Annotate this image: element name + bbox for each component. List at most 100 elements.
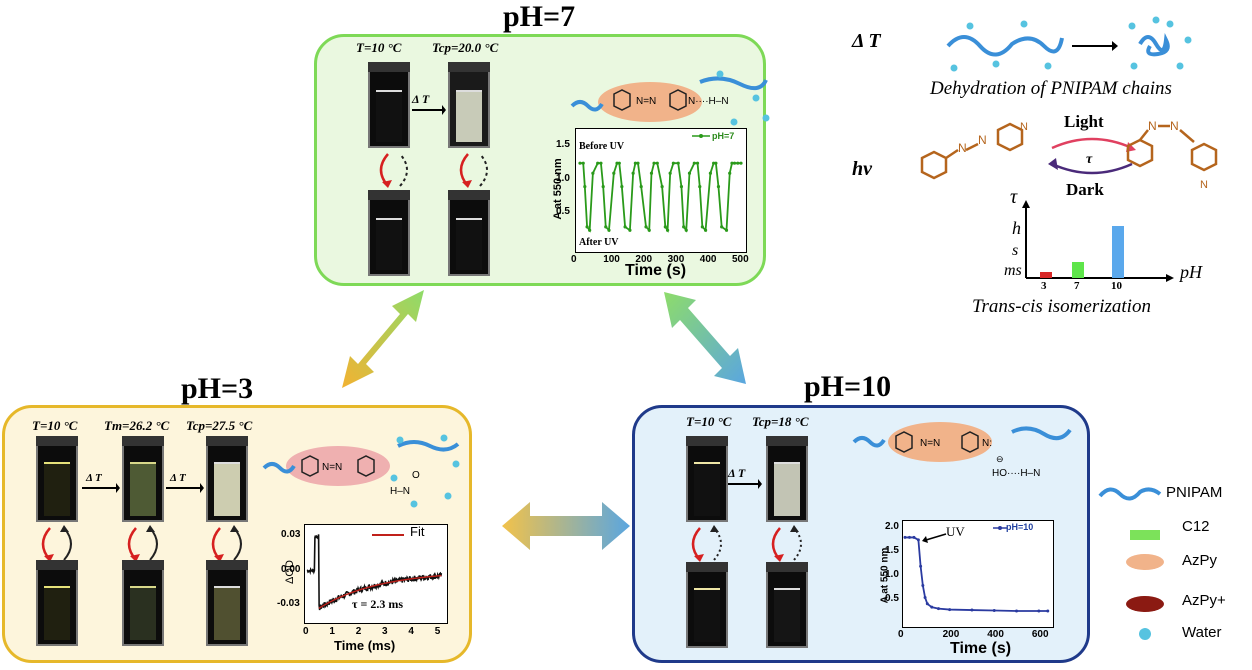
bar-xtick-7: 7: [1074, 280, 1080, 292]
bar-xaxis-label: pH: [1180, 262, 1202, 282]
ph7-xtick-3: 300: [667, 254, 685, 265]
bar-ylabel-h: h: [1012, 218, 1021, 238]
ph10-series-line: [905, 536, 1048, 612]
ph7-point-35: [687, 171, 692, 175]
ph3-xtick-0: 0: [303, 626, 309, 637]
ph10-title: pH=10: [804, 370, 892, 403]
ph3-legend: Fit: [410, 524, 425, 539]
ph10-xtick-3: 600: [1031, 629, 1049, 640]
ph3-vial-2-bottom: [122, 560, 164, 646]
ph7-point-31: [676, 161, 680, 165]
ph10-xtick-1: 200: [942, 629, 960, 640]
ph10-xlabel: Time (s): [950, 640, 1012, 657]
svg-text:N: N: [1170, 119, 1179, 133]
ph10-ytick-3: 2.0: [885, 520, 899, 532]
legend-c12-label: C12: [1182, 518, 1210, 535]
ph7-ytick-1: 1.0: [556, 172, 570, 184]
ph3-vial-3-top: [206, 436, 248, 522]
ph7-point-30: [671, 161, 675, 165]
ph7-point-38: [698, 185, 702, 189]
ph7-vial-cold-top: [368, 62, 410, 148]
ph7-point-12: [615, 161, 619, 165]
ph3-delta-t-1: Δ T: [86, 472, 102, 484]
ph7-xtick-4: 400: [699, 254, 717, 265]
ph7-point-16: [628, 228, 632, 232]
legend-c12-icon: [1130, 530, 1160, 540]
ph7-point-7: [599, 161, 603, 165]
ph7-vial-hot-bottom: [448, 190, 490, 276]
ph7-point-24: [652, 161, 656, 165]
ph3-label-tcp: Tcp=27.5 °C: [186, 418, 253, 433]
ph10-point-3: [916, 538, 920, 542]
tau-arrow-label: τ: [1086, 152, 1093, 167]
ph7-vial-cold-bottom: [368, 190, 410, 276]
ph3-xtick-3: 3: [382, 626, 388, 637]
ph10-point-8: [930, 605, 934, 609]
ph10-point-15: [1046, 609, 1050, 613]
azobenzene-cis: N N N: [1126, 119, 1218, 191]
ph7-title: pH=7: [503, 0, 576, 33]
ph10-plot-frame: [902, 520, 1054, 628]
ph7-legend-marker: [699, 134, 703, 138]
ph10-point-7: [925, 602, 929, 606]
ph7-annot-after: After UV: [579, 237, 619, 248]
svg-text:N: N: [978, 133, 987, 147]
ph7-legend: pH=7: [712, 131, 735, 141]
ph3-legend-line: [372, 534, 404, 536]
light-label: Light: [1064, 112, 1104, 131]
ph7-line-chart: [578, 134, 743, 234]
ph7-point-37: [695, 161, 700, 165]
bar-ph10: [1112, 226, 1124, 278]
svg-text:⊖: ⊖: [996, 454, 1004, 464]
ph7-point-11: [612, 171, 616, 175]
ph3-label-t: T=10 °C: [32, 418, 78, 433]
ph10-point-14: [1037, 609, 1041, 613]
ph7-point-1: [581, 161, 585, 165]
ph3-ytick-0: 0.03: [281, 529, 301, 541]
svg-text:O: O: [412, 470, 420, 481]
ph7-label-tcp: Tcp=20.0 °C: [432, 40, 499, 55]
svg-text:N: N: [1148, 119, 1157, 133]
ph10-cycle-arrows: [691, 525, 802, 562]
ph7-point-34: [684, 228, 688, 232]
ph10-molecule-diagram: N=N N: HO····H–N ⊖: [852, 422, 1072, 479]
ph7-xtick-5: 500: [732, 254, 749, 265]
ph3-vial-3-bottom: [206, 560, 248, 646]
ph3-ytick-1: 0.00: [281, 563, 301, 575]
bar-yaxis-label: τ: [1010, 186, 1018, 208]
ph7-xtick-1: 100: [603, 254, 620, 265]
ph7-point-4: [588, 228, 592, 232]
ph10-point-1: [907, 535, 911, 539]
ph3-molecule-diagram: N=N O H–N: [262, 434, 460, 508]
ph7-xlabel: Time (s): [625, 262, 687, 279]
ph7-point-27: [663, 225, 667, 229]
ph7-point-29: [668, 171, 672, 175]
ph7-point-28: [665, 228, 670, 232]
bar-ylabel-ms: ms: [1004, 262, 1022, 279]
ph3-xtick-1: 1: [329, 626, 335, 637]
ph7-cycle-arrows: [379, 153, 488, 188]
ph10-vial-cold-bottom: [686, 562, 728, 648]
ph7-point-46: [724, 228, 729, 232]
ph7-point-44: [716, 185, 721, 189]
double-arrow-ph7-ph10: [664, 292, 746, 384]
ph10-uv-arrow: [922, 533, 947, 543]
ph7-point-42: [712, 161, 716, 165]
legend-water-label: Water: [1182, 624, 1222, 641]
dehydration-caption: Dehydration of PNIPAM chains: [930, 78, 1172, 99]
ph10-vial-hot-bottom: [766, 562, 808, 648]
ph7-xtick-2: 200: [635, 254, 653, 265]
ph3-xtick-5: 5: [434, 626, 441, 637]
ph7-point-17: [631, 171, 635, 175]
ph7-delta-t: Δ T: [412, 92, 430, 106]
ph7-point-2: [583, 185, 587, 189]
ph7-point-40: [703, 228, 708, 232]
ph10-label-tcp: Tcp=18 °C: [752, 414, 809, 429]
ph7-annot-before: Before UV: [579, 141, 625, 152]
ph10-ytick-1: 1.0: [885, 568, 899, 580]
ph7-point-22: [647, 228, 651, 232]
ph3-title: pH=3: [181, 372, 254, 405]
ph7-point-0: [578, 161, 582, 165]
svg-text:HO····H–N: HO····H–N: [992, 468, 1040, 479]
ph7-point-43: [714, 161, 718, 165]
